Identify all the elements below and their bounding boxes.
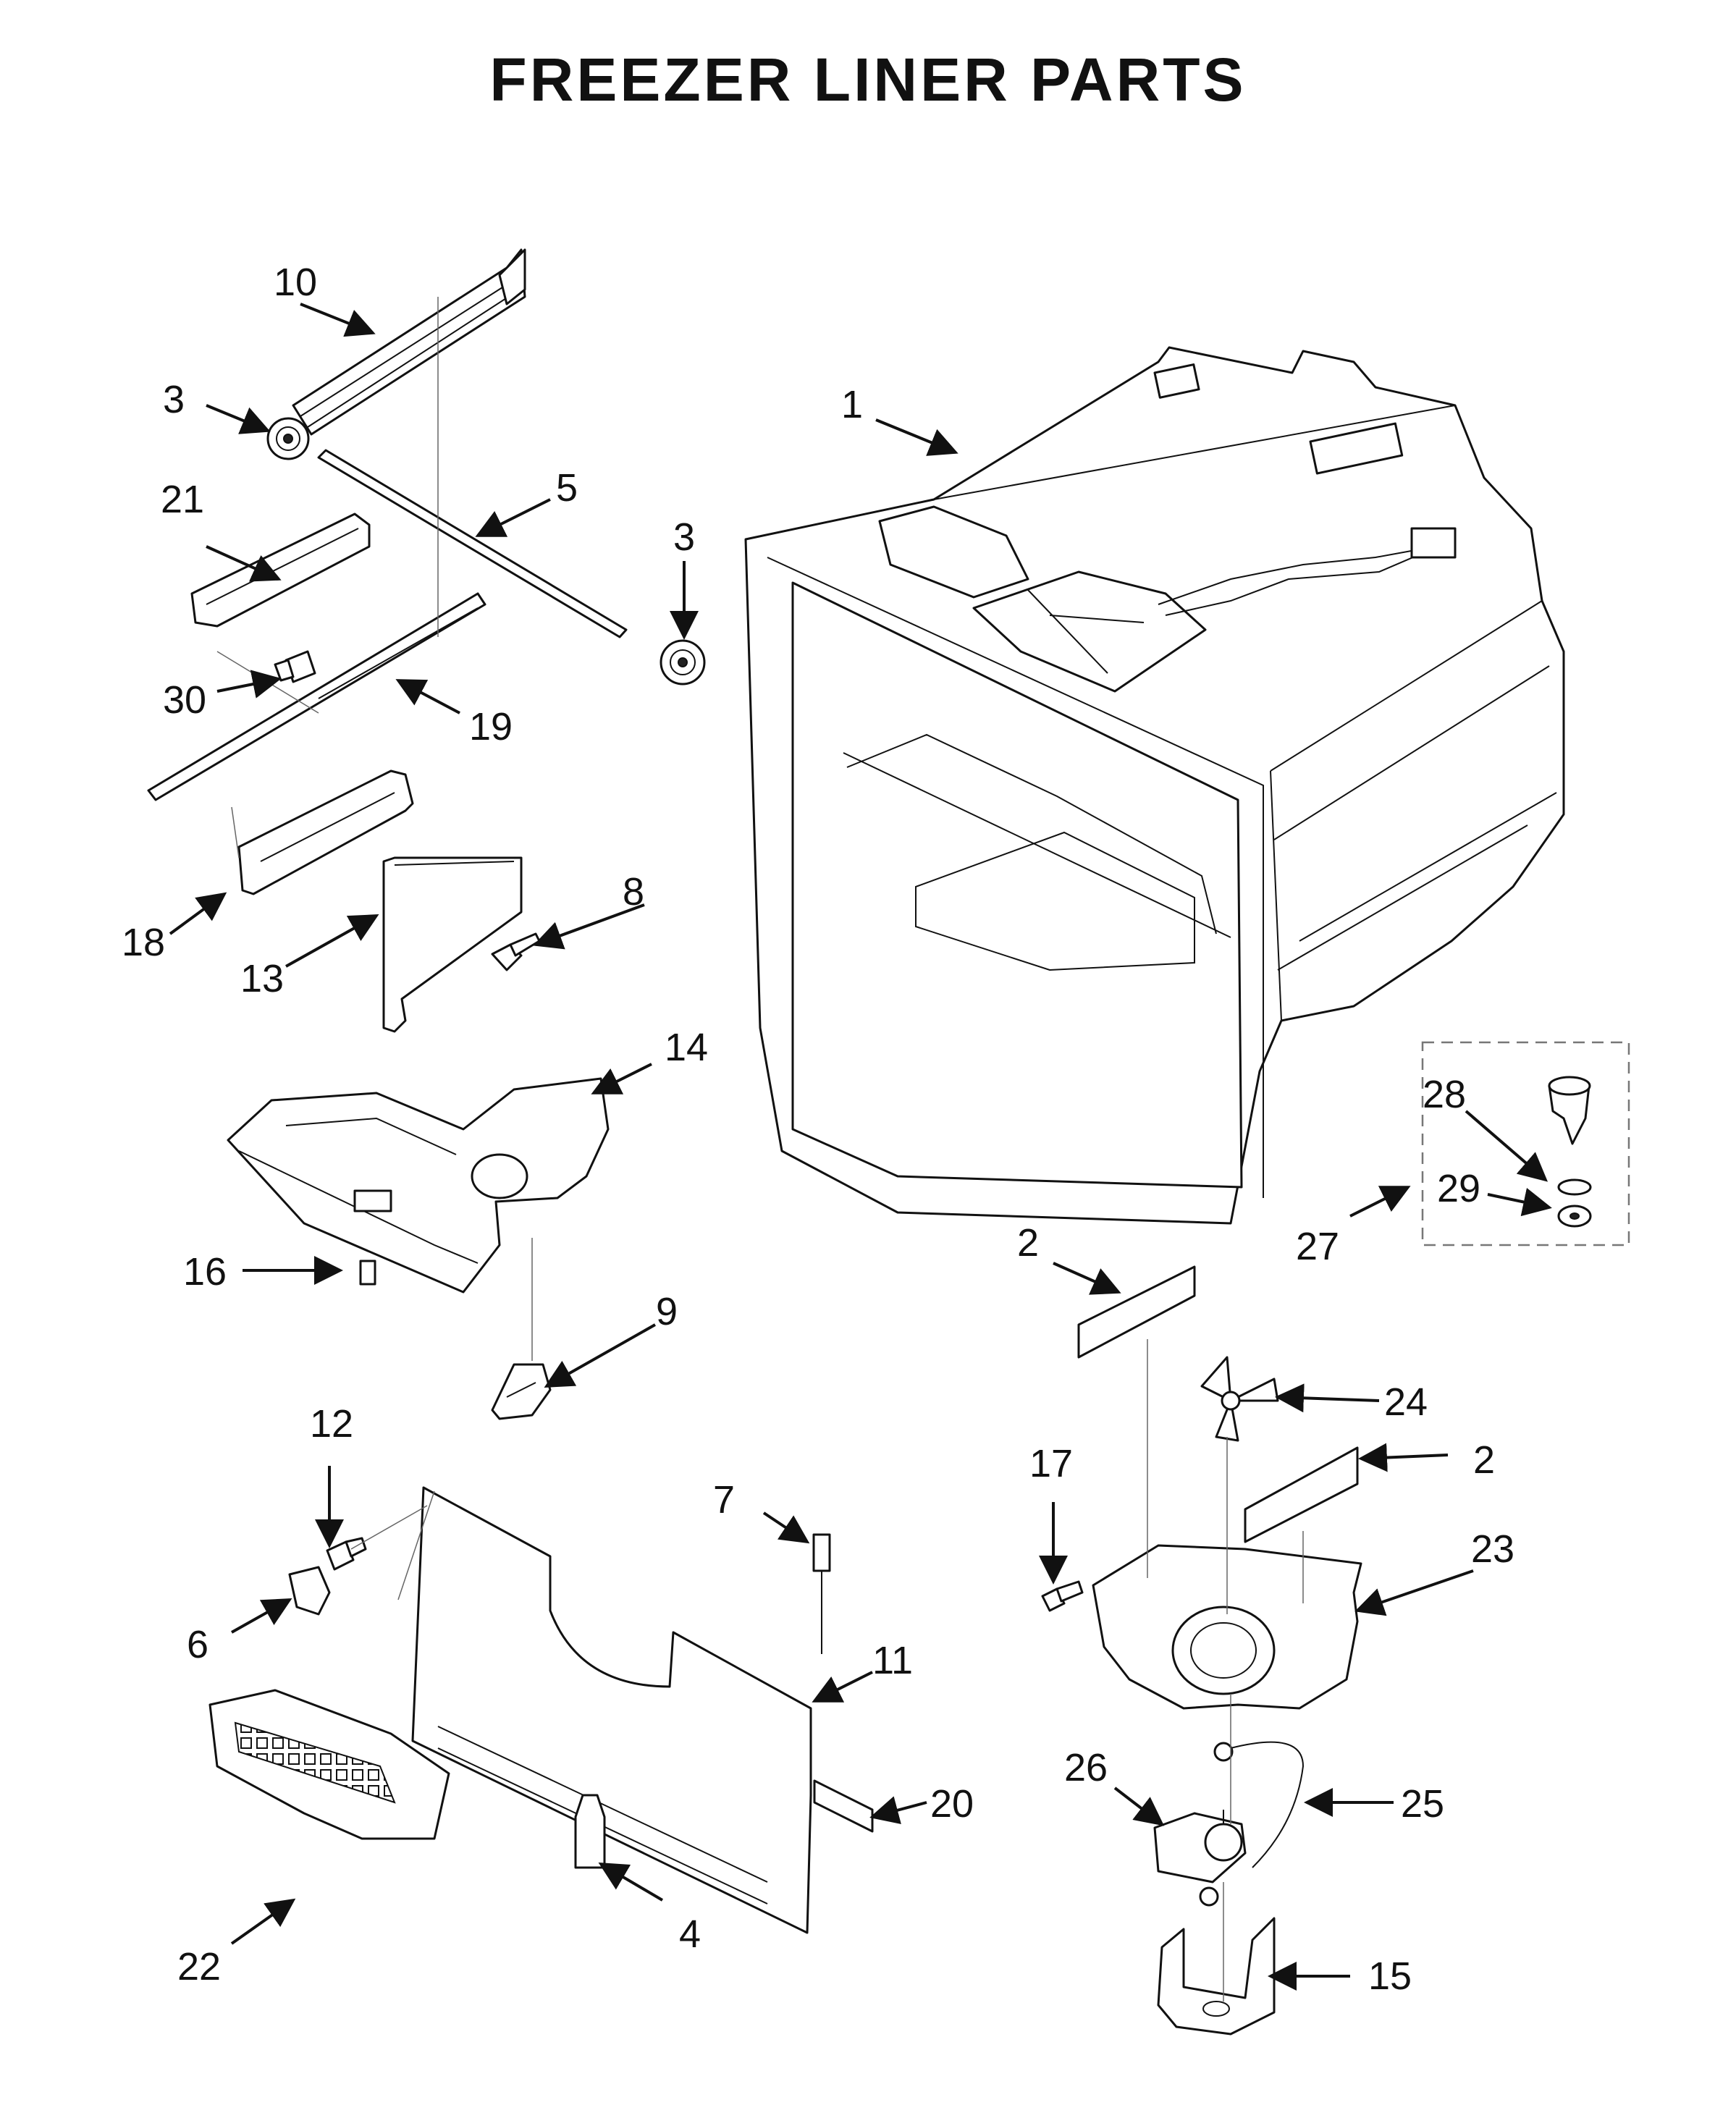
gear-part-3-upper (266, 417, 310, 460)
foam-strip-part-20 (813, 1779, 874, 1833)
callout-15: 15 (1368, 1954, 1412, 1998)
tab-part-4 (574, 1794, 606, 1869)
grille-part-22 (208, 1689, 450, 1840)
callout-19: 19 (469, 705, 513, 748)
fan-motor-part-26 (1153, 1810, 1247, 1884)
gear-part-3-lower (660, 639, 706, 686)
fan-shroud-part-23 (1092, 1544, 1362, 1710)
slide-rail-part-19 (147, 592, 486, 801)
callout-9: 9 (656, 1290, 678, 1333)
callout-11: 11 (872, 1639, 913, 1682)
callout-25: 25 (1401, 1782, 1444, 1826)
callout-7: 7 (713, 1478, 735, 1522)
callout-3-lower: 3 (673, 515, 695, 559)
screw-part-17 (1041, 1580, 1084, 1612)
callout-2-upper: 2 (1017, 1221, 1039, 1265)
insulation-pad-part-2-upper (1077, 1265, 1196, 1359)
callout-16: 16 (183, 1250, 227, 1294)
screw-part-12 (326, 1537, 367, 1571)
callout-18: 18 (122, 921, 165, 964)
insulation-pad-part-2-lower (1244, 1446, 1359, 1543)
rear-panel-part-11 (411, 1486, 812, 1934)
damper-part-9 (491, 1363, 552, 1420)
leader-arrows (169, 303, 1552, 1991)
callout-26: 26 (1064, 1746, 1108, 1789)
callout-labels: 1 2 2 3 3 4 5 6 7 8 9 10 11 12 13 14 15 … (122, 261, 1514, 1998)
callout-24: 24 (1384, 1380, 1428, 1424)
callout-1: 1 (841, 383, 863, 426)
callout-13: 13 (240, 957, 284, 1000)
freezer-liner-part-1 (744, 346, 1565, 1225)
callout-20: 20 (930, 1782, 974, 1826)
callout-2-lower: 2 (1473, 1438, 1495, 1482)
callout-17: 17 (1029, 1442, 1073, 1485)
callout-30: 30 (163, 678, 206, 722)
screw-part-30 (274, 650, 316, 683)
callout-22: 22 (177, 1945, 221, 1988)
callout-10: 10 (274, 261, 317, 304)
drain-fitting-group-part-27 (1421, 1041, 1630, 1247)
clip-part-16 (359, 1260, 376, 1286)
page-title: FREEZER LINER PARTS (489, 46, 1247, 114)
fan-blade-part-24 (1200, 1356, 1279, 1442)
slide-bracket-part-21 (190, 512, 371, 628)
callout-3-upper: 3 (163, 378, 185, 421)
wire-harness-part-25 (1199, 1741, 1305, 1907)
switch-part-6 (288, 1566, 331, 1616)
callout-28: 28 (1423, 1073, 1466, 1116)
ice-bin-housing-part-14 (227, 1077, 610, 1294)
callout-8: 8 (623, 870, 644, 914)
callout-21: 21 (161, 478, 204, 521)
callout-14: 14 (665, 1026, 708, 1069)
mounting-bracket-part-13 (382, 856, 523, 1033)
motor-bracket-part-15 (1157, 1917, 1276, 2036)
callout-4: 4 (679, 1912, 701, 1956)
callout-6: 6 (187, 1623, 208, 1666)
callout-29: 29 (1437, 1167, 1480, 1210)
screw-part-8 (491, 932, 541, 971)
callout-5: 5 (556, 466, 578, 510)
top-rail-part-10 (292, 248, 526, 436)
slide-bracket-part-18 (237, 769, 414, 895)
callout-23: 23 (1471, 1527, 1514, 1571)
callout-12: 12 (310, 1402, 353, 1446)
callout-27: 27 (1296, 1225, 1339, 1268)
thermistor-part-7 (812, 1533, 831, 1654)
rod-part-5 (317, 449, 628, 638)
